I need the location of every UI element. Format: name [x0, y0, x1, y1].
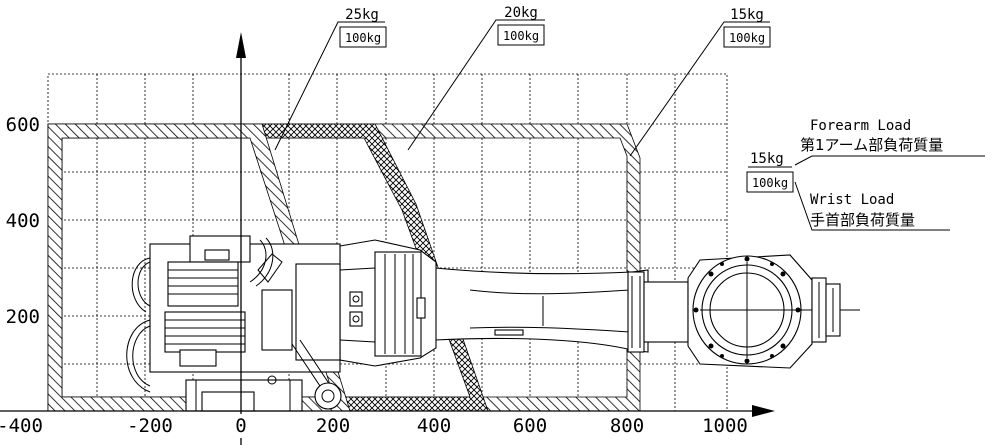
- wrist-load-label-ja: 手首部負荷質量: [810, 211, 915, 229]
- x-tick-label: 1000: [702, 415, 748, 437]
- x-tick-label: -400: [0, 415, 43, 437]
- load-legend: Forearm Load 第1アーム部負荷質量 15kg 100kg Wrist…: [746, 118, 985, 231]
- y-axis-tick-labels: 600 400 200: [6, 114, 40, 328]
- zone-forearm-load: 15kg: [730, 7, 764, 23]
- x-tick-label: 0: [235, 415, 246, 437]
- zone-wrist-load: 100kg: [729, 31, 765, 45]
- x-axis-tick-labels: -400 -200 0 200 400 600 800 1000: [0, 414, 748, 438]
- x-tick-label: -200: [127, 415, 173, 437]
- callout-20kg: 20kg 100kg: [407, 5, 545, 151]
- x-tick-label: 200: [316, 415, 350, 437]
- forearm-load-label: Forearm Load: [810, 118, 911, 134]
- y-tick-label: 400: [6, 210, 40, 232]
- zone-forearm-load: 25kg: [345, 7, 379, 23]
- robot-arm-drawing: [126, 235, 860, 412]
- callout-15kg: 15kg 100kg: [629, 7, 771, 157]
- legend-forearm-value: 15kg: [750, 151, 784, 167]
- callout-25kg: 25kg 100kg: [274, 7, 387, 151]
- legend-wrist-value: 100kg: [752, 176, 788, 190]
- wrist-load-label: Wrist Load: [810, 192, 894, 208]
- x-tick-label: 800: [610, 415, 644, 437]
- x-tick-label: 600: [513, 415, 547, 437]
- zone-forearm-load: 20kg: [504, 5, 538, 21]
- forearm-load-label-ja: 第1アーム部負荷質量: [800, 136, 943, 154]
- zone-wrist-load: 100kg: [345, 31, 381, 45]
- zone-wrist-load: 100kg: [503, 29, 539, 43]
- y-tick-label: 600: [6, 114, 40, 136]
- y-tick-label: 200: [6, 306, 40, 328]
- x-tick-label: 400: [417, 415, 451, 437]
- axes: [0, 32, 775, 445]
